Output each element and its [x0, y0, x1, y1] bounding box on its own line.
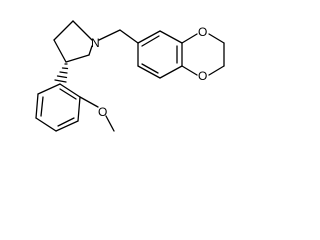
pyrrolidine-ring	[53, 20, 93, 63]
methoxy-group	[79, 96, 115, 132]
bond-c4-c3	[53, 39, 67, 63]
methylene-linker	[98, 29, 139, 44]
bond-ar-4	[159, 65, 183, 79]
bond-ar-5	[137, 65, 161, 79]
dioxane-oxygen-top-label: O	[198, 25, 207, 39]
bond-o-ch3	[105, 115, 115, 132]
bond-c-o-top	[181, 33, 198, 44]
bond-ch2-o-bottom	[208, 65, 225, 76]
bond-ar-1	[137, 30, 161, 44]
bond-o-c-bottom	[181, 65, 198, 76]
hash-4	[56, 75, 68, 79]
bond-ph-3	[35, 117, 57, 132]
bond-n-ch2	[98, 29, 121, 41]
bond-ph-2	[35, 93, 39, 119]
bond-ph-double-c	[59, 88, 77, 100]
bond-ph-double-a	[40, 96, 44, 117]
bond-ar-o-methoxy	[79, 96, 99, 108]
bond-o-ch2-top	[208, 33, 225, 44]
bond-ch2-aryl	[119, 29, 139, 44]
methoxy-oxygen-label: O	[98, 105, 107, 119]
bond-ph-1	[37, 83, 61, 95]
bond-ph-4	[55, 120, 79, 132]
bond-ar-double-a	[141, 35, 160, 47]
bond-n-c5	[72, 20, 93, 41]
bond-ar-2	[159, 30, 183, 44]
nitrogen-label: N	[91, 36, 100, 50]
structure-diagram: N O O O	[35, 20, 225, 132]
bond-c2-n	[88, 45, 93, 56]
bond-c3-c2	[65, 54, 90, 63]
bond-ph-5	[77, 96, 81, 122]
bond-ph-6	[59, 83, 81, 98]
methoxyphenyl-ring	[35, 83, 81, 132]
benzodioxane-benzene-ring	[137, 30, 183, 79]
hash-3	[59, 71, 68, 74]
bond-c5-c4	[53, 20, 74, 41]
dioxane-oxygen-bottom-label: O	[198, 69, 207, 83]
hashed-wedge-bond	[54, 63, 69, 83]
hash-2	[61, 67, 69, 70]
hash-5	[54, 79, 67, 83]
dioxane-ring	[181, 33, 225, 76]
bond-ph-double-b	[57, 117, 75, 127]
bond-ar-double-c	[141, 63, 159, 74]
